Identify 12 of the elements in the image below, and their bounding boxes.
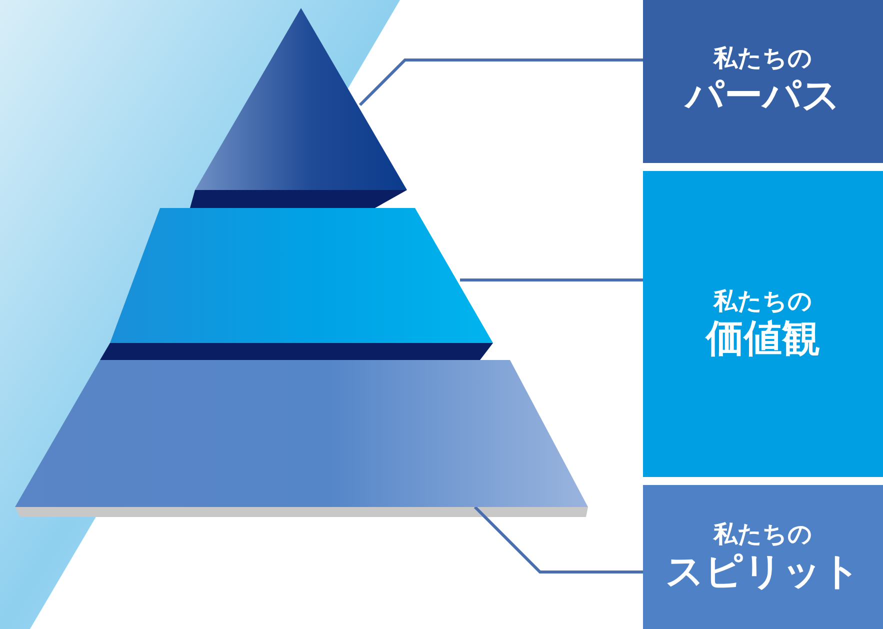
label-box: [643, 485, 883, 629]
leader-line: [358, 58, 643, 106]
leader-line: [458, 278, 643, 282]
box-heading: 私たちの: [714, 520, 812, 549]
box-title: 価値観: [706, 316, 820, 362]
box-title: パーパス: [686, 73, 840, 119]
label-box: [643, 0, 883, 163]
box-title: スピリット: [666, 548, 860, 594]
box-heading: 私たちの: [714, 44, 812, 74]
label-box: [643, 171, 883, 477]
leader-line: [474, 506, 643, 574]
box-heading: 私たちの: [714, 286, 812, 316]
